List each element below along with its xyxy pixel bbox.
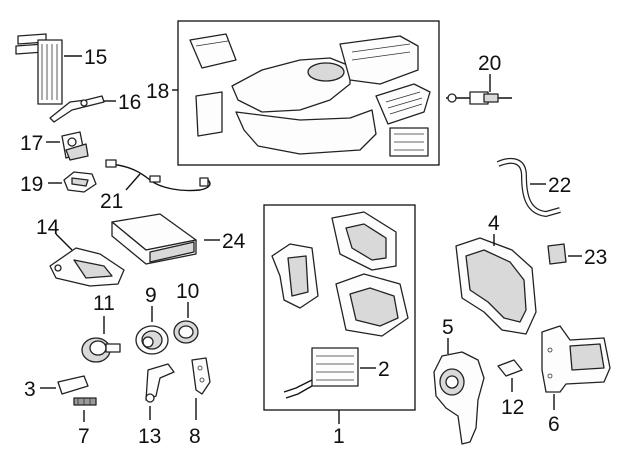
part-24-filter-housing[interactable] [111,213,197,265]
callout-22[interactable]: 22 [548,174,571,197]
group-box-18 [177,20,440,166]
callout-13[interactable]: 13 [138,425,161,448]
callout-3[interactable]: 3 [24,378,36,401]
part-13-support-bracket[interactable] [145,363,175,403]
callout-14[interactable]: 14 [36,216,60,239]
callout-12[interactable]: 12 [501,396,524,419]
callout-23[interactable]: 23 [584,246,607,269]
callout-2[interactable]: 2 [378,358,390,381]
callout-7[interactable]: 7 [78,425,90,448]
callout-20[interactable]: 20 [478,52,501,75]
part-18-rear-hvac-case[interactable] [189,33,431,157]
callout-16[interactable]: 16 [118,91,141,114]
callout-8[interactable]: 8 [189,425,201,448]
callout-19[interactable]: 19 [20,173,43,196]
callout-4[interactable]: 4 [488,212,500,235]
part-15-auxiliary-heater-core[interactable] [15,33,63,105]
part-19-resistor[interactable] [63,171,97,193]
callout-1[interactable]: 1 [333,425,345,448]
part-17-mode-actuator[interactable] [61,131,89,161]
callout-18[interactable]: 18 [146,80,169,103]
part-21-wiring-harness[interactable] [105,159,211,192]
callout-10[interactable]: 10 [176,280,199,303]
callout-15[interactable]: 15 [84,46,107,69]
part-8-clip-bracket[interactable] [191,357,211,395]
part-22-drain-hose[interactable] [496,157,561,218]
part-23-cap[interactable] [547,243,567,265]
part-14-actuator-housing[interactable] [49,247,125,287]
part-5-blower-housing[interactable] [433,351,485,445]
part-9-blend-door-actuator[interactable] [135,325,169,355]
part-3-foam-seal[interactable] [57,375,89,395]
callout-17[interactable]: 17 [20,132,43,155]
part-4-evaporator-case[interactable] [455,237,537,335]
part-10-seal-ring[interactable] [173,320,199,344]
part-1-hvac-case-assembly[interactable] [271,211,409,337]
part-6-mounting-bracket[interactable] [541,325,611,393]
callout-21[interactable]: 21 [100,190,123,213]
part-2-heater-core[interactable] [283,347,359,399]
part-12-clip[interactable] [497,359,523,377]
callout-9[interactable]: 9 [145,284,157,307]
callout-6[interactable]: 6 [548,413,560,436]
part-20-expansion-valve[interactable] [446,91,512,105]
part-7-grommet[interactable] [73,397,97,406]
leader-14 [55,233,73,251]
callout-11[interactable]: 11 [93,292,115,315]
part-16-hose-bracket[interactable] [49,95,105,123]
part-11-blower-motor[interactable] [81,337,121,363]
callout-24[interactable]: 24 [222,230,246,253]
leader-21 [125,173,141,191]
callout-5[interactable]: 5 [442,316,454,339]
